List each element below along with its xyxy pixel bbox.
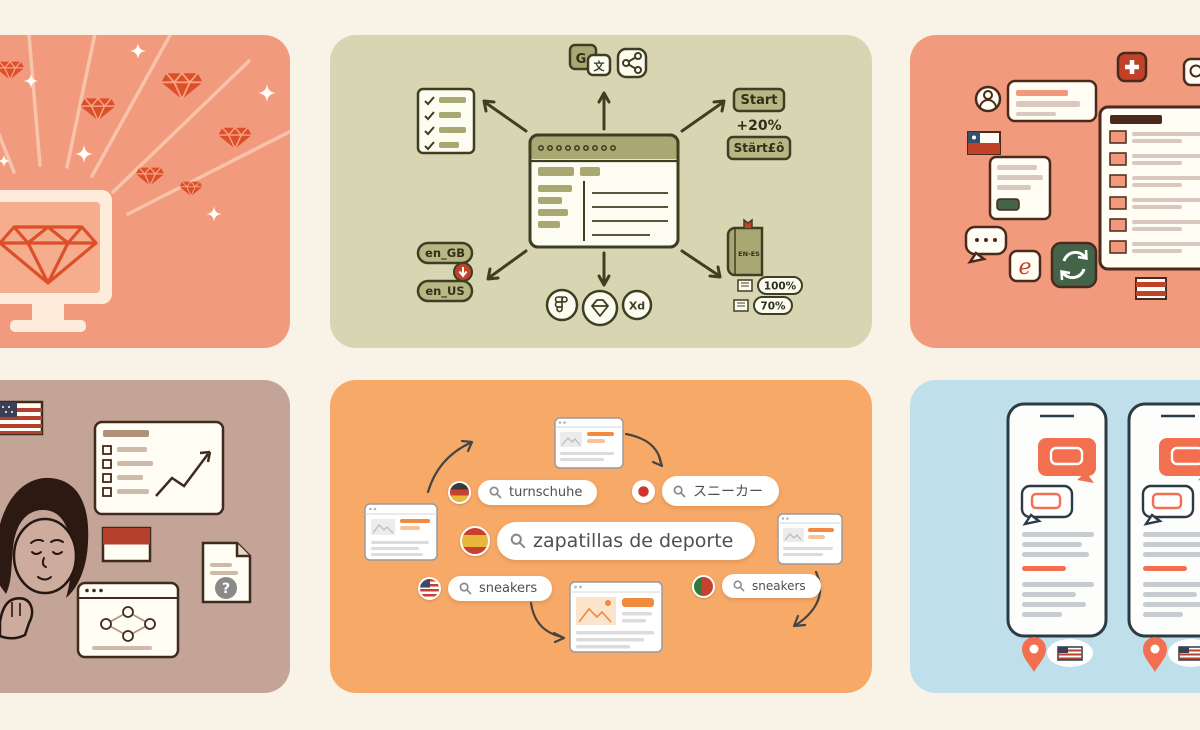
start-label: Start — [741, 93, 778, 108]
growth-label: +20% — [736, 118, 781, 134]
dictionary-label: EN-ES — [738, 250, 760, 258]
search-query-text-german: turnschuhe — [509, 485, 583, 500]
flag-portugal-icon — [692, 574, 715, 598]
listing-card — [988, 155, 1052, 221]
question-document: ? — [201, 541, 252, 604]
search-pill-portuguese: sneakers — [722, 574, 821, 598]
script-letter-icon: e — [1008, 249, 1042, 283]
locale-target-label: en_US — [425, 284, 464, 299]
search-icon — [673, 485, 686, 497]
mobile-chat-illustration — [1006, 402, 1200, 673]
question-mark-label: ? — [222, 581, 230, 597]
user-avatar-icon — [974, 85, 1002, 113]
xd-icon — [621, 289, 653, 321]
result-page-top — [554, 417, 624, 469]
location-pin-flag-2 — [1142, 636, 1200, 673]
search-query-english: sneakers — [418, 576, 553, 601]
flag-chile-icon — [967, 131, 1001, 155]
phone-mockup-1 — [1006, 402, 1108, 638]
card-design-gems[interactable] — [0, 35, 290, 348]
translate-icon: G 文 — [568, 43, 612, 77]
svg-text:G: G — [576, 52, 587, 67]
search-query-text-spanish: zapatillas de deporte — [533, 530, 734, 552]
diagram-window — [76, 581, 180, 659]
locale-badges: en_GB en_US — [416, 241, 474, 303]
result-page-bottom — [569, 581, 663, 653]
checklist-document — [416, 87, 476, 155]
flag-spain-icon — [460, 526, 490, 556]
product-catalog-document — [1098, 105, 1200, 271]
search-icon — [459, 582, 472, 595]
search-query-text-english: sneakers — [479, 581, 538, 596]
search-icon — [733, 580, 745, 592]
content-exchange-illustration: e — [964, 51, 1200, 300]
card-global-research[interactable]: ? — [0, 380, 290, 693]
sync-icon — [1050, 241, 1098, 289]
result-page-left — [364, 503, 438, 561]
search-query-text-portuguese: sneakers — [752, 579, 806, 593]
match-full-label: 100% — [764, 281, 797, 293]
monitor — [0, 190, 112, 332]
search-query-text-japanese: スニーカー — [693, 484, 763, 500]
sketch-gem-icon — [581, 289, 619, 327]
card-mobile-chat[interactable] — [910, 380, 1200, 693]
card-content-exchange[interactable]: e — [910, 35, 1200, 348]
search-icon — [510, 533, 526, 549]
locale-source-label: en_GB — [425, 246, 465, 261]
search-box-icon — [1182, 57, 1200, 87]
workflow-arrows — [482, 91, 726, 287]
location-pin-flag-1 — [1021, 636, 1094, 673]
svg-text:e: e — [1018, 255, 1031, 280]
phone-mockup-2 — [1127, 402, 1200, 638]
flag-indonesia-icon — [101, 526, 152, 563]
person-face-drawing — [0, 477, 89, 640]
medical-cross-icon — [1116, 51, 1148, 83]
match-rate-labels: 100% 70% — [733, 276, 803, 315]
share-icon — [616, 47, 648, 79]
search-icon — [489, 486, 502, 499]
global-research-illustration: ? — [0, 400, 252, 659]
flag-japan-icon — [632, 479, 655, 503]
search-pill-spanish: zapatillas de deporte — [497, 522, 756, 560]
design-gems-illustration — [0, 35, 290, 332]
text-expansion-labels: Start +20% Stärt£ô — [726, 87, 792, 161]
search-query-japanese: スニーカー — [632, 476, 779, 506]
svg-text:Xd: Xd — [629, 300, 645, 313]
search-pill-english: sneakers — [448, 576, 553, 601]
cycle-arrows — [426, 432, 822, 644]
result-page-right — [777, 513, 843, 565]
central-browser-window — [528, 133, 680, 249]
match-partial-label: 70% — [760, 301, 786, 313]
flag-usa-icon — [418, 577, 441, 600]
message-card — [1006, 79, 1098, 123]
search-query-german: turnschuhe — [448, 480, 598, 505]
speech-bubble-icon — [964, 225, 1008, 264]
light-rays — [0, 35, 290, 216]
search-query-portuguese: sneakers — [692, 574, 821, 598]
card-localization-workflow[interactable]: G 文 — [330, 35, 872, 348]
hand-drawing — [0, 597, 34, 640]
translation-memory-book: EN-ES — [726, 218, 764, 277]
analytics-dashboard — [93, 420, 225, 516]
multilingual-search-illustration — [364, 417, 843, 653]
svg-text:文: 文 — [594, 59, 606, 73]
localized-start-label: Stärt£ô — [734, 141, 785, 155]
flag-germany-icon — [448, 481, 471, 504]
search-query-spanish: zapatillas de deporte — [460, 522, 756, 560]
flag-usa-icon — [0, 400, 44, 436]
card-multilingual-search[interactable]: turnschuhe スニーカー zapatillas de deporte s… — [330, 380, 872, 693]
gem-on-screen-icon — [0, 225, 98, 285]
workflow-illustration: G 文 — [416, 43, 803, 327]
search-pill-german: turnschuhe — [478, 480, 598, 505]
flag-stripes-icon — [1135, 277, 1167, 300]
design-tool-icons: Xd — [545, 288, 653, 327]
search-pill-japanese: スニーカー — [662, 476, 779, 506]
